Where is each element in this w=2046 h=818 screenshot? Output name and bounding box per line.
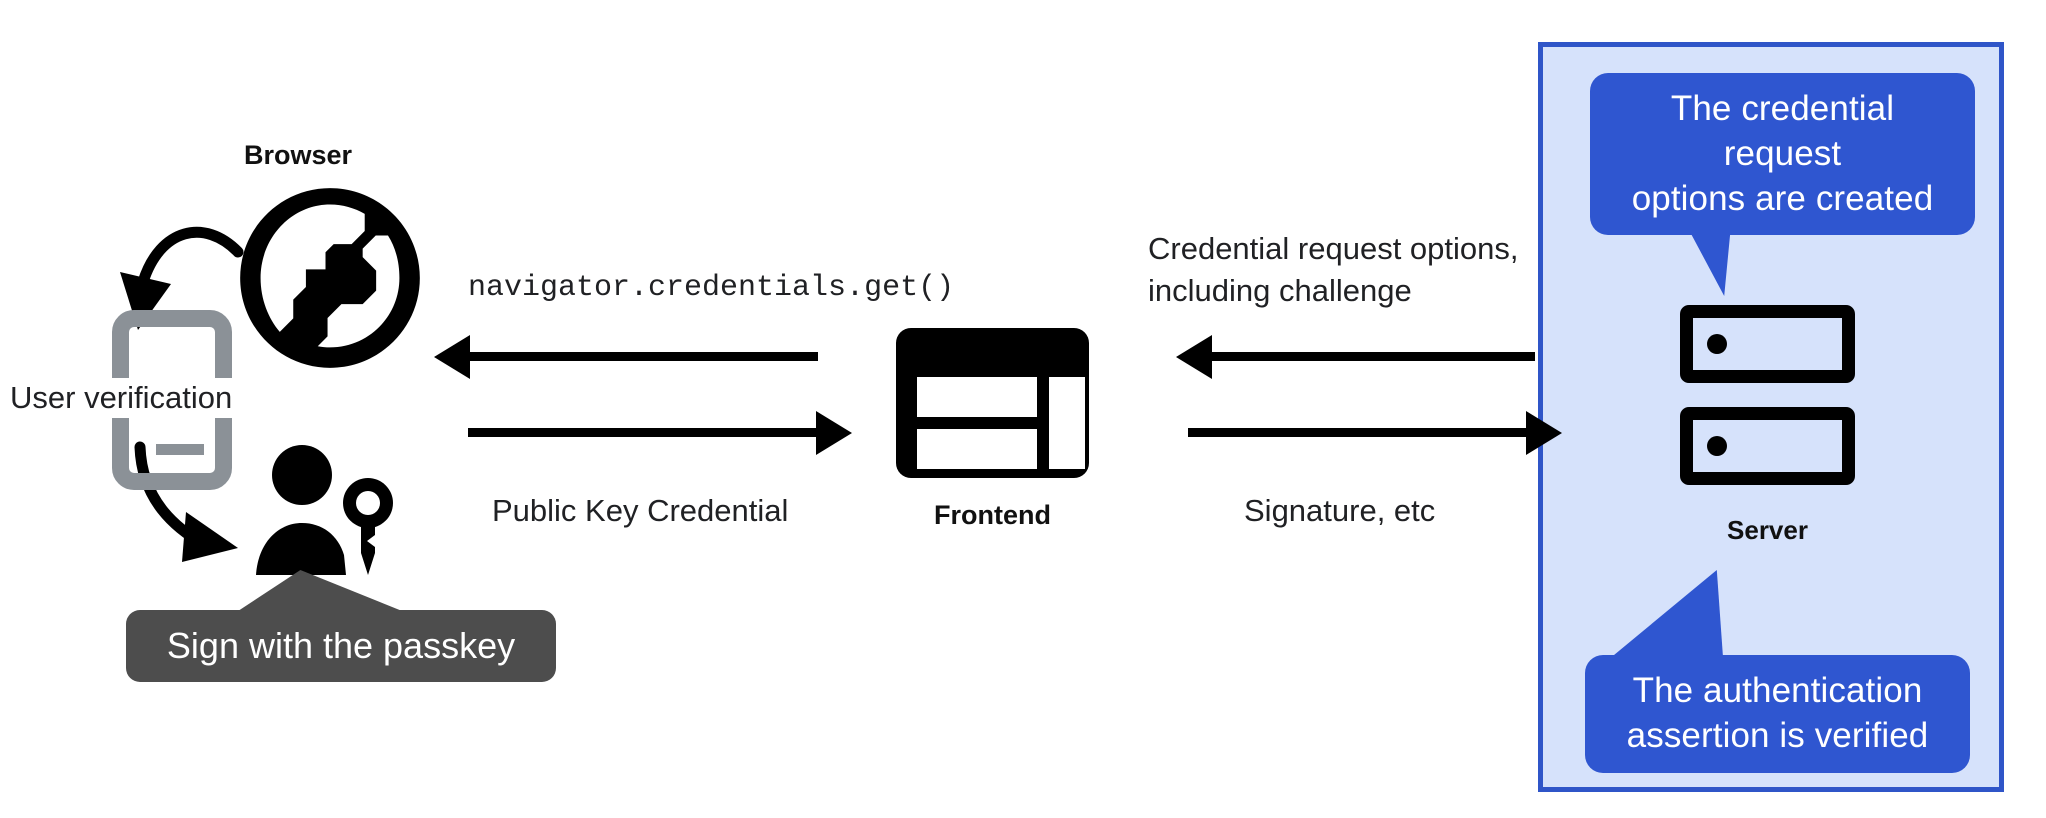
phone-home-bar <box>156 444 204 455</box>
server-label: Server <box>1727 515 1808 545</box>
frontend-panel-side <box>1049 377 1085 469</box>
browser-label: Browser <box>243 140 353 170</box>
arrow-head-left-icon <box>434 334 470 379</box>
globe-icon <box>232 180 428 376</box>
server-rack-icon <box>1680 305 1855 485</box>
server-rack-unit-2 <box>1680 407 1855 485</box>
callout-line-1: The credential request <box>1670 89 1895 173</box>
frontend-panel-bottom <box>917 429 1037 469</box>
frontend-to-browser-arrow <box>434 334 818 379</box>
server-led-icon <box>1707 436 1727 456</box>
web-layout-icon <box>896 328 1089 478</box>
frontend-panel-top <box>917 377 1037 417</box>
person-with-key-icon <box>250 443 400 583</box>
server-to-frontend-arrow <box>1176 334 1535 379</box>
arrow-head-right-icon <box>816 410 852 455</box>
caption-line-2: including challenge <box>1148 272 1412 308</box>
server-rack-unit-1 <box>1680 305 1855 383</box>
callout-line-2: assertion is verified <box>1626 715 1929 755</box>
user-verification-label: User verification <box>6 378 237 418</box>
public-key-credential-caption: Public Key Credential <box>492 493 789 528</box>
credential-request-options-caption: Credential request options, including ch… <box>1148 228 1548 312</box>
browser-to-frontend-arrow <box>468 410 852 455</box>
frontend-to-server-arrow <box>1188 410 1562 455</box>
caption-line-1: Credential request options, <box>1148 231 1519 266</box>
arrow-head-left-icon <box>1176 334 1212 379</box>
callout-line-1: The authentication <box>1632 671 1923 710</box>
credential-request-options-callout: The credential request options are creat… <box>1590 73 1975 236</box>
navigator-credentials-get-caption: navigator.credentials.get() <box>468 271 955 305</box>
sign-with-passkey-tooltip: Sign with the passkey <box>126 610 556 682</box>
arrow-head-right-icon <box>1526 410 1562 455</box>
frontend-label: Frontend <box>934 500 1051 530</box>
signature-etc-caption: Signature, etc <box>1244 493 1436 528</box>
authentication-assertion-callout: The authentication assertion is verified <box>1585 655 1970 773</box>
server-led-icon <box>1707 334 1727 354</box>
callout-line-2: options are created <box>1631 178 1934 218</box>
